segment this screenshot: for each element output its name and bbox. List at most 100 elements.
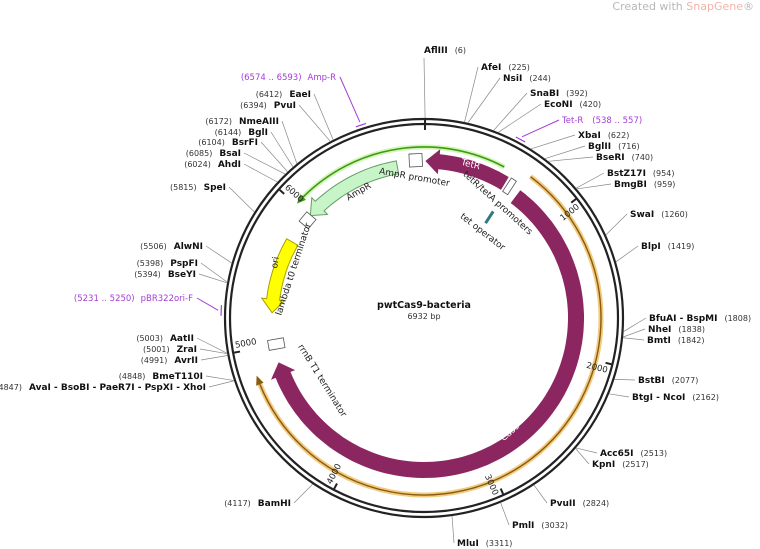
enzyme-position: (225) bbox=[508, 63, 530, 72]
enzyme-site[interactable]: (4848)BmeT110I bbox=[119, 372, 235, 382]
enzyme-position: (1419) bbox=[668, 242, 695, 251]
enzyme-label[interactable]: (4117)BamHI bbox=[224, 499, 291, 509]
enzyme-label[interactable]: (4848)BmeT110I bbox=[119, 372, 203, 382]
enzyme-label[interactable]: BseRI(740) bbox=[596, 153, 653, 163]
enzyme-site[interactable]: (5001)ZraI bbox=[143, 345, 228, 355]
enzyme-site[interactable]: MluI(3311) bbox=[451, 516, 512, 549]
enzyme-site[interactable]: XbaI(622) bbox=[530, 131, 629, 150]
enzyme-site[interactable]: (6172)NmeAIII bbox=[205, 117, 298, 164]
enzyme-site[interactable]: (5815)SpeI bbox=[170, 183, 255, 213]
enzyme-position: (244) bbox=[529, 74, 551, 83]
enzyme-label[interactable]: (6144)BglI bbox=[215, 128, 268, 138]
enzyme-label[interactable]: KpnI(2517) bbox=[592, 460, 649, 470]
enzyme-site[interactable]: AflIII(6) bbox=[423, 46, 466, 119]
enzyme-label[interactable]: (4847)AvaI - BsoBI - PaeR7I - PspXI - Xh… bbox=[0, 383, 206, 393]
enzyme-label[interactable]: BmgBI(959) bbox=[614, 180, 675, 190]
enzyme-position: (2162) bbox=[692, 393, 719, 402]
ampr-promoter-label: AmpR promoter bbox=[378, 167, 450, 189]
enzyme-label[interactable]: (6024)AhdI bbox=[184, 160, 241, 170]
enzyme-leader-line bbox=[544, 145, 586, 159]
primer-tet-r[interactable]: Tet-R(538 .. 557) bbox=[515, 116, 642, 143]
enzyme-label[interactable]: (5003)AatII bbox=[136, 334, 194, 344]
enzyme-label[interactable]: XbaI(622) bbox=[578, 131, 629, 141]
enzyme-site[interactable]: BmtI(1842) bbox=[622, 336, 705, 346]
enzyme-label[interactable]: (5398)PspFI bbox=[137, 259, 198, 269]
enzyme-label[interactable]: BfuAI - BspMI(1808) bbox=[649, 314, 751, 324]
enzyme-label[interactable]: (5506)AlwNI bbox=[140, 242, 203, 252]
enzyme-site[interactable]: (6104)BsrFI bbox=[198, 138, 288, 172]
enzyme-site[interactable]: BstZ17I(954) bbox=[576, 169, 674, 189]
enzyme-label[interactable]: PvuII(2824) bbox=[550, 499, 609, 509]
enzyme-site[interactable]: NheI(1838) bbox=[622, 325, 705, 338]
enzyme-name: NheI bbox=[648, 325, 671, 335]
backbone bbox=[223, 117, 625, 519]
enzyme-site[interactable]: (4991)AvrII bbox=[141, 355, 228, 366]
enzyme-label[interactable]: PmlI(3032) bbox=[512, 521, 568, 531]
enzyme-site[interactable]: (6024)AhdI bbox=[184, 160, 278, 183]
enzyme-position: (5003) bbox=[136, 334, 163, 343]
enzyme-label[interactable]: (4991)AvrII bbox=[141, 356, 198, 366]
enzyme-name: PvuI bbox=[274, 101, 296, 111]
enzyme-site[interactable]: (5398)PspFI bbox=[137, 259, 228, 283]
enzyme-label[interactable]: AflIII(6) bbox=[424, 46, 466, 56]
enzyme-site[interactable]: NsiI(244) bbox=[467, 74, 551, 124]
enzyme-site[interactable]: (6085)BsaI bbox=[186, 149, 286, 175]
enzyme-label[interactable]: BmtI(1842) bbox=[647, 336, 705, 346]
enzyme-label[interactable]: (6394)PvuI bbox=[240, 101, 296, 111]
enzyme-label[interactable]: NsiI(244) bbox=[503, 74, 551, 84]
enzyme-label[interactable]: (5394)BseYI bbox=[134, 270, 196, 280]
enzyme-label[interactable]: (6085)BsaI bbox=[186, 149, 241, 159]
enzyme-label[interactable]: BglII(716) bbox=[588, 142, 640, 152]
enzyme-site[interactable]: BlpI(1419) bbox=[615, 242, 694, 263]
tet-operator-mark bbox=[484, 210, 495, 225]
enzyme-site[interactable]: BseRI(740) bbox=[548, 153, 653, 163]
enzyme-position: (2517) bbox=[622, 460, 649, 469]
enzyme-label[interactable]: BstBI(2077) bbox=[638, 376, 698, 386]
enzyme-site[interactable]: (5394)BseYI bbox=[134, 270, 228, 284]
primer-pbr322ori-f[interactable]: (5231 .. 5250)pBR322ori-F bbox=[74, 294, 223, 316]
enzyme-site[interactable]: (6412)EaeI bbox=[256, 90, 334, 140]
enzyme-leader-line bbox=[200, 355, 228, 361]
tick-mark-3000 bbox=[499, 488, 505, 495]
enzyme-site[interactable]: SnaBI(392) bbox=[493, 89, 588, 131]
enzyme-site[interactable]: SwaI(1260) bbox=[605, 210, 688, 236]
enzyme-label[interactable]: NheI(1838) bbox=[648, 325, 705, 335]
enzyme-label[interactable]: (6104)BsrFI bbox=[198, 138, 258, 148]
enzyme-site[interactable]: (6144)BglI bbox=[215, 128, 294, 168]
enzyme-site[interactable]: BstBI(2077) bbox=[614, 376, 698, 386]
enzyme-label[interactable]: Acc65I(2513) bbox=[600, 449, 667, 459]
enzyme-leader-line bbox=[205, 375, 235, 381]
enzyme-site[interactable]: BfuAI - BspMI(1808) bbox=[623, 314, 752, 332]
enzyme-name: BsrFI bbox=[232, 138, 258, 148]
enzyme-site[interactable]: BglII(716) bbox=[544, 142, 640, 159]
enzyme-site[interactable]: PvuII(2824) bbox=[533, 484, 609, 509]
enzyme-site[interactable]: (4117)BamHI bbox=[224, 483, 313, 509]
primer-amp-r[interactable]: (6574 .. 6593)Amp-R bbox=[241, 73, 367, 128]
enzyme-site[interactable]: BtgI - NcoI(2162) bbox=[609, 393, 719, 403]
enzyme-site[interactable]: BmgBI(959) bbox=[576, 180, 676, 190]
enzyme-position: (420) bbox=[580, 100, 602, 109]
enzyme-site[interactable]: AfeI(225) bbox=[464, 63, 530, 123]
enzyme-site[interactable]: (4847)AvaI - BsoBI - PaeR7I - PspXI - Xh… bbox=[0, 380, 235, 393]
enzyme-label[interactable]: (6412)EaeI bbox=[256, 90, 311, 100]
enzyme-label[interactable]: AfeI(225) bbox=[481, 63, 530, 73]
enzyme-label[interactable]: BstZ17I(954) bbox=[607, 169, 674, 179]
enzyme-label[interactable]: EcoNI(420) bbox=[544, 100, 601, 110]
enzyme-site[interactable]: (5003)AatII bbox=[136, 334, 228, 354]
enzyme-site[interactable]: KpnI(2517) bbox=[575, 448, 649, 470]
enzyme-label[interactable]: BtgI - NcoI(2162) bbox=[632, 393, 719, 403]
enzyme-site[interactable]: EcoNI(420) bbox=[498, 100, 601, 133]
enzyme-label[interactable]: (5815)SpeI bbox=[170, 183, 226, 193]
enzyme-leader-line bbox=[622, 337, 645, 341]
enzyme-site[interactable]: (6394)PvuI bbox=[240, 101, 331, 142]
enzyme-site[interactable]: (5506)AlwNI bbox=[140, 242, 232, 264]
enzyme-leader-line bbox=[205, 245, 232, 264]
enzyme-label[interactable]: (5001)ZraI bbox=[143, 345, 197, 355]
enzyme-site[interactable]: Acc65I(2513) bbox=[575, 447, 667, 459]
enzyme-label[interactable]: MluI(3311) bbox=[457, 539, 512, 549]
enzyme-label[interactable]: (6172)NmeAIII bbox=[205, 117, 279, 127]
enzyme-label[interactable]: SnaBI(392) bbox=[530, 89, 588, 99]
enzyme-site[interactable]: PmlI(3032) bbox=[500, 502, 568, 531]
enzyme-label[interactable]: BlpI(1419) bbox=[641, 242, 694, 252]
enzyme-label[interactable]: SwaI(1260) bbox=[630, 210, 688, 220]
